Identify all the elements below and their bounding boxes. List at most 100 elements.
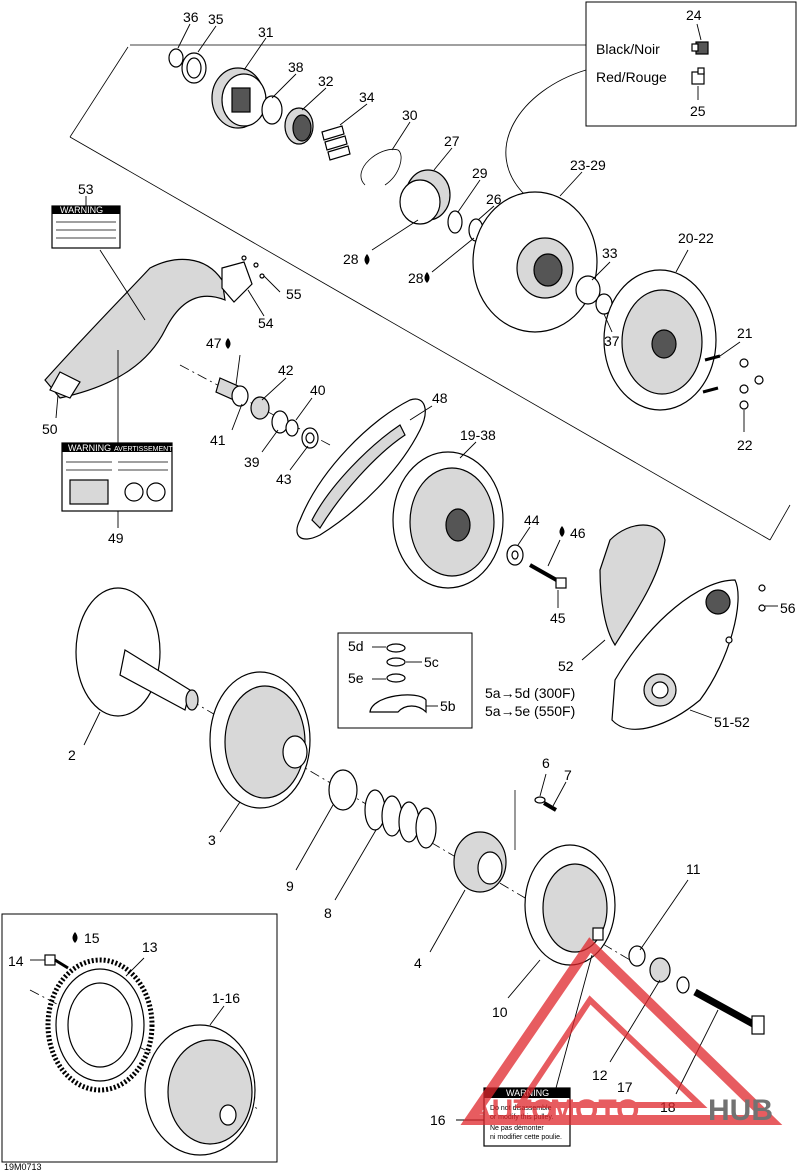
callout-40: 40 xyxy=(310,382,326,398)
callout-44: 44 xyxy=(524,512,540,528)
callout-30: 30 xyxy=(402,107,418,123)
watermark-moto: MOTO xyxy=(550,1094,639,1127)
callout-50: 50 xyxy=(42,421,58,437)
color-legend-box: Black/Noir Red/Rouge 24 25 xyxy=(505,1,797,196)
part-20-22-pulley xyxy=(603,269,717,411)
part-21-pins xyxy=(702,354,764,410)
callout-48: 48 xyxy=(432,390,448,406)
part-11-washer xyxy=(628,945,646,967)
part-45-bolt xyxy=(529,563,567,589)
part-50-belt-guard xyxy=(44,258,226,399)
part-19-38-driven-pulley xyxy=(392,451,504,589)
part-8-spring xyxy=(364,789,437,849)
part-4-cap xyxy=(453,831,507,893)
drop-icon xyxy=(424,272,430,283)
part-6-washer xyxy=(534,796,546,804)
callout-49: 49 xyxy=(108,530,124,546)
callout-11: 11 xyxy=(686,861,701,877)
part-7-screw xyxy=(542,801,558,812)
callout-29: 29 xyxy=(472,165,488,181)
callout-42: 42 xyxy=(278,362,294,378)
callout-54: 54 xyxy=(258,315,274,331)
part-3-spider xyxy=(209,671,311,809)
svg-text:Do not disassemble: Do not disassemble xyxy=(490,1105,552,1112)
callout-52: 52 xyxy=(558,658,574,674)
part-2-fixed-sheave xyxy=(75,587,199,717)
callout-22: 22 xyxy=(737,437,753,453)
part-38-ring xyxy=(261,95,283,125)
callout-7: 7 xyxy=(564,767,572,783)
callout-26: 26 xyxy=(486,191,502,207)
upper-section-boundary xyxy=(69,44,791,541)
automotohub-watermark: AUTO MOTO HUB xyxy=(460,937,783,1127)
part-31-cam-hub xyxy=(211,67,267,129)
callout-labels: 36 35 31 38 32 34 30 27 29 26 23-29 28 2… xyxy=(8,9,796,1128)
leader-lines xyxy=(30,23,778,1121)
callout-32: 32 xyxy=(318,73,334,89)
watermark-hub: HUB xyxy=(708,1094,773,1127)
part-54-bracket xyxy=(221,261,253,303)
part-9-plate xyxy=(328,769,358,811)
figure-id: 19M0713 xyxy=(4,1162,42,1172)
callout-5c: 5c xyxy=(424,654,439,670)
svg-text:ni modifier cette poulie.: ni modifier cette poulie. xyxy=(490,1134,562,1141)
part-51-52-guard xyxy=(611,579,739,730)
drop-icon xyxy=(364,254,370,265)
part-32-bushing xyxy=(284,107,314,145)
drop-icon xyxy=(559,526,565,537)
callout-28a: 28 xyxy=(343,251,359,267)
callout-4: 4 xyxy=(414,955,422,971)
callout-41: 41 xyxy=(210,432,226,448)
callout-39: 39 xyxy=(244,454,260,470)
black-weight-icon xyxy=(691,41,709,55)
callout-34: 34 xyxy=(359,89,375,105)
watermark-auto: AUTO xyxy=(470,1094,554,1127)
callout-27: 27 xyxy=(444,133,460,149)
part-23-29-sheave xyxy=(472,191,598,333)
callout-5b: 5b xyxy=(440,698,456,714)
part-17-washer xyxy=(676,976,690,994)
part-13-ring-gear xyxy=(45,957,155,1093)
part-29-ring xyxy=(447,210,463,234)
part-44-washer xyxy=(506,544,524,566)
part-shaft-small-parts xyxy=(179,364,331,449)
part-18-bolt xyxy=(693,988,765,1035)
callout-36: 36 xyxy=(183,9,199,25)
part-27-sleeve xyxy=(399,169,451,225)
part-49-decal: WARNING AVERTISSEMENT xyxy=(61,442,173,512)
shim-box-labels: 5d 5c 5e 5b 5a→5d (300F) 5a→5e (550F) xyxy=(348,638,575,719)
callout-15: 15 xyxy=(84,930,100,946)
part-1-16-pulley-assembly xyxy=(144,1024,256,1156)
callout-28b: 28 xyxy=(408,270,424,286)
callout-1-16: 1-16 xyxy=(212,990,240,1006)
svg-text:Ne pas démonter: Ne pas démonter xyxy=(490,1125,544,1132)
legend-black-ref: 24 xyxy=(686,7,702,23)
shim-note-550f: 5a→5e (550F) xyxy=(485,703,575,719)
shim-detail-box xyxy=(337,632,473,729)
callout-9: 9 xyxy=(286,878,294,894)
legend-black-label: Black/Noir xyxy=(596,41,660,57)
svg-text:WARNING: WARNING xyxy=(60,205,103,215)
part-10-movable-sheave xyxy=(524,844,616,966)
part-33-washer xyxy=(575,275,601,305)
callout-10: 10 xyxy=(492,1004,508,1020)
callout-56: 56 xyxy=(780,600,796,616)
callout-31: 31 xyxy=(258,24,274,40)
part-52-pad xyxy=(599,524,666,647)
callout-20-22: 20-22 xyxy=(678,230,714,246)
part-30-circlip xyxy=(360,148,402,186)
callout-43: 43 xyxy=(276,471,292,487)
callout-38: 38 xyxy=(288,59,304,75)
callout-16: 16 xyxy=(430,1112,446,1128)
part-56-fasteners xyxy=(725,584,766,644)
part-14-screw xyxy=(44,954,69,970)
red-weight-icon xyxy=(691,67,705,85)
callout-35: 35 xyxy=(208,11,224,27)
drop-icon xyxy=(225,338,231,349)
part-53-decal: WARNING xyxy=(51,205,121,249)
legend-red-label: Red/Rouge xyxy=(596,69,667,85)
part-35-washer xyxy=(181,52,207,84)
callout-51-52: 51-52 xyxy=(714,714,750,730)
callout-33: 33 xyxy=(602,245,618,261)
